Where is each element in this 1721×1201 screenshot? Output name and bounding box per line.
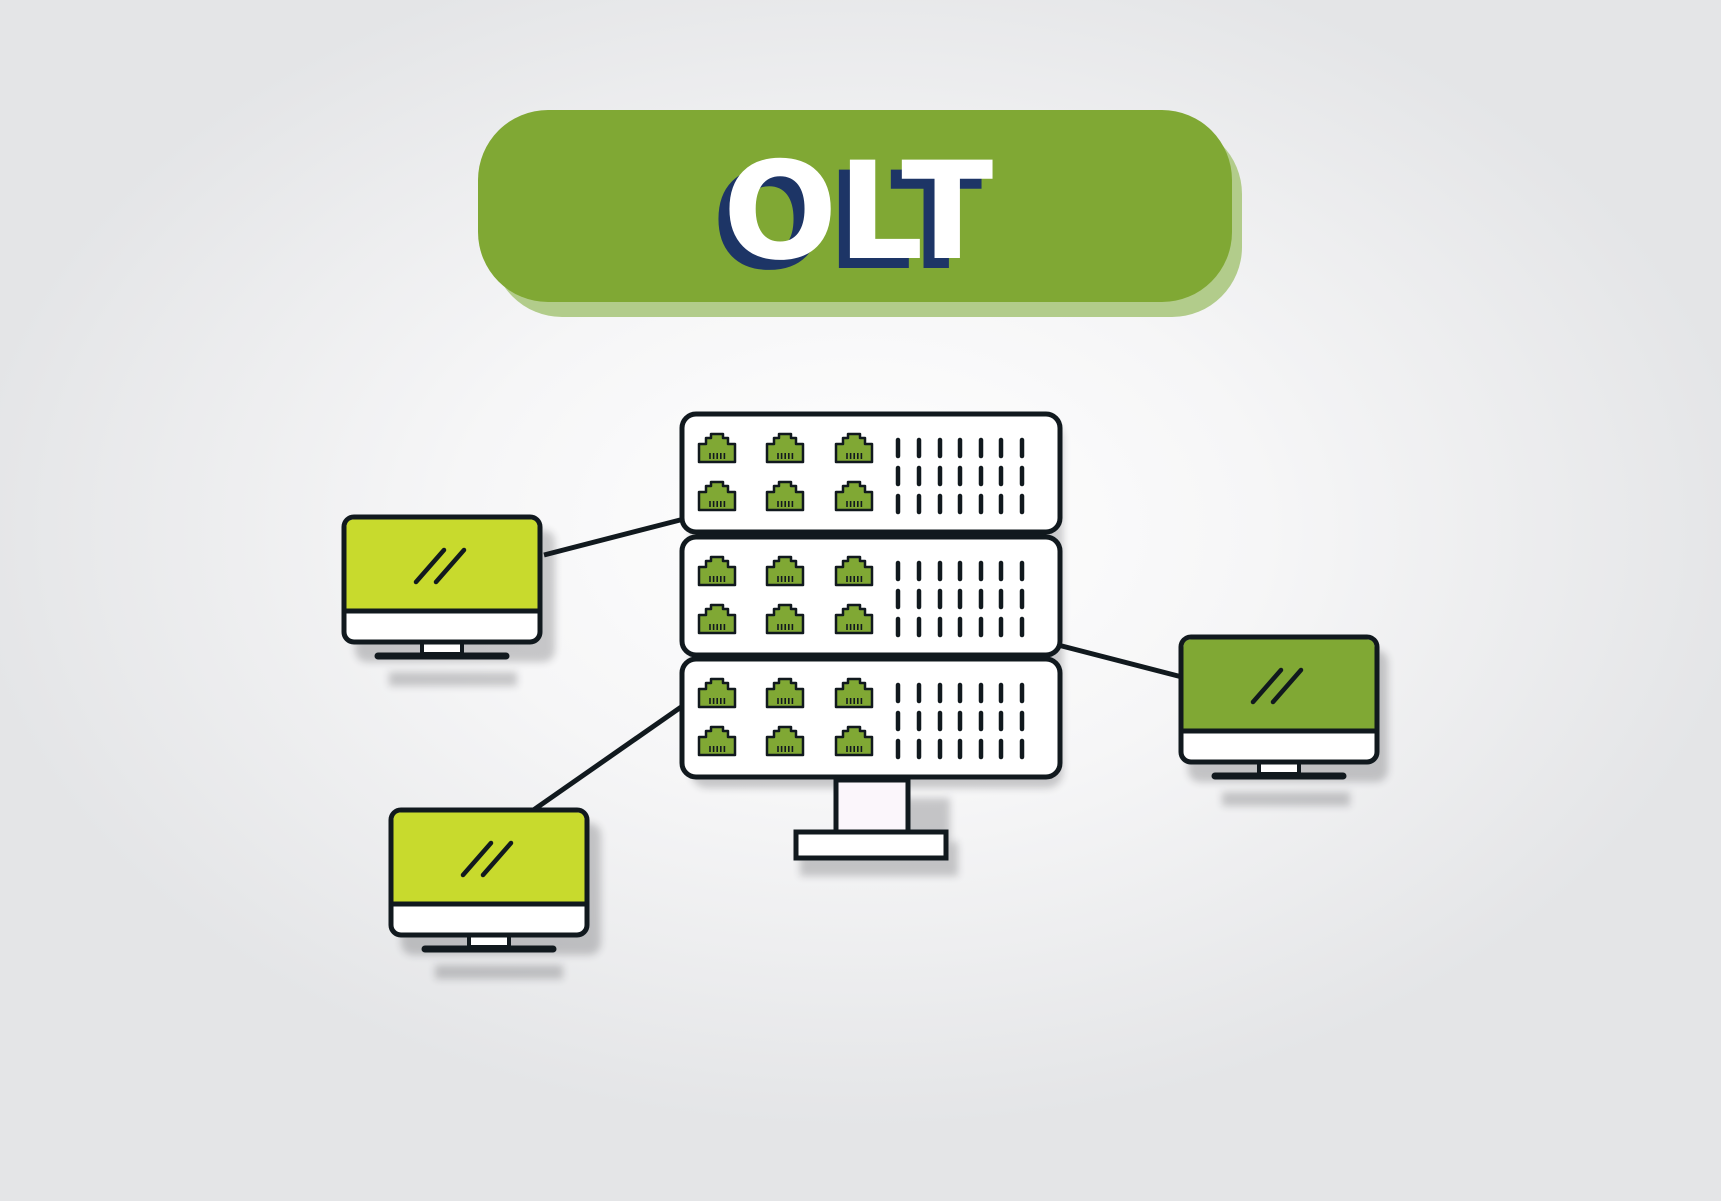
server-rack-icon xyxy=(679,411,1063,780)
monitor-icon xyxy=(388,807,590,953)
title-badge-face xyxy=(478,110,1232,302)
ethernet-port-icon xyxy=(834,725,874,757)
ethernet-port-icon xyxy=(834,555,874,587)
cable-to-terminal-right xyxy=(1057,642,1183,680)
ethernet-port-icon xyxy=(834,677,874,709)
cable-to-terminal-bottom xyxy=(530,702,686,814)
monitor-screen xyxy=(346,519,538,611)
ethernet-port-icon xyxy=(697,480,737,512)
ethernet-port-icon xyxy=(765,603,805,635)
olt-stand-neck xyxy=(833,777,911,835)
title-text-shadow: OLT xyxy=(712,143,983,300)
olt-unit xyxy=(679,411,1063,535)
olt-stand xyxy=(793,777,949,861)
ethernet-port-icon xyxy=(697,432,737,464)
title-badge: OLT OLT xyxy=(478,110,1242,317)
title-text: OLT xyxy=(723,133,994,290)
ethernet-port-icon xyxy=(834,480,874,512)
ethernet-port-icon xyxy=(765,725,805,757)
monitor-icon xyxy=(1178,634,1380,780)
ethernet-port-icon xyxy=(697,603,737,635)
ethernet-port-icon xyxy=(765,677,805,709)
olt-unit xyxy=(679,656,1063,780)
ethernet-port-icon xyxy=(765,480,805,512)
ethernet-port-icon xyxy=(765,432,805,464)
status-led-grid xyxy=(895,437,1025,515)
olt-stand-base xyxy=(793,829,949,861)
ethernet-port-icon xyxy=(765,555,805,587)
ethernet-port-icon xyxy=(697,555,737,587)
ethernet-port-icon xyxy=(697,725,737,757)
status-led-grid xyxy=(895,682,1025,760)
ethernet-port-icon xyxy=(834,432,874,464)
cable-to-terminal-left xyxy=(543,516,685,558)
monitor-icon xyxy=(341,514,543,660)
olt-unit xyxy=(679,534,1063,658)
connection-lines xyxy=(530,516,1183,814)
ethernet-port-icon xyxy=(834,603,874,635)
ethernet-port-icon xyxy=(697,677,737,709)
olt-units xyxy=(679,411,1063,780)
monitor-screen xyxy=(1183,639,1375,731)
monitor-screen xyxy=(393,812,585,904)
terminals xyxy=(341,514,1380,953)
status-led-grid xyxy=(895,560,1025,638)
